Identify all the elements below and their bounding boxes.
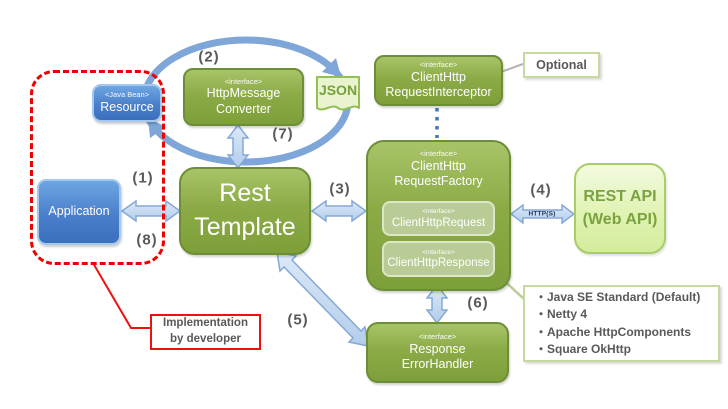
error-handler-node: <interface> Response ErrorHandler — [366, 322, 509, 383]
cycle-arrowhead-to-resource — [148, 118, 166, 138]
step-8-label: (8) — [136, 231, 158, 249]
application-node: Application — [37, 179, 121, 245]
client-http-response-node: <interface> ClientHttpResponse — [382, 241, 495, 277]
client-http-request-node: <interface> ClientHttpRequest — [382, 201, 495, 236]
impl-item-netty: ・Netty 4 — [535, 307, 588, 322]
client-http-request-stereotype: <interface> — [422, 208, 455, 216]
impl-dev-line2: by developer — [170, 333, 241, 345]
step-7-label: (7) — [272, 125, 294, 143]
step-1-label: (1) — [132, 169, 154, 187]
interceptor-label-line2: RequestInterceptor — [385, 85, 492, 100]
resource-stereotype: <Java Bean> — [104, 90, 150, 100]
impl-item-apache: ・Apache HttpComponents — [535, 324, 692, 339]
error-handler-line2: ErrorHandler — [401, 357, 474, 372]
resource-label: Resource — [100, 100, 154, 115]
arrow-resttemplate-factory — [310, 199, 368, 223]
http-message-converter-node: <interface> HttpMessage Converter — [183, 68, 304, 126]
rest-template-line1: Rest — [219, 179, 271, 208]
interceptor-label-line1: ClientHttp — [411, 69, 466, 84]
client-http-response-stereotype: <interface> — [422, 248, 455, 256]
step-4-label: (4) — [530, 181, 552, 199]
request-interceptor-node: <interface> ClientHttp RequestIntercepto… — [374, 55, 503, 106]
rest-template-node: Rest Template — [179, 167, 311, 255]
converter-label-line1: HttpMessage — [206, 86, 281, 101]
cycle-arrowhead-to-json — [322, 58, 341, 77]
client-http-response-label: ClientHttpResponse — [387, 257, 490, 270]
factory-stereotype: <interface> — [419, 149, 458, 158]
developer-leader-line — [92, 262, 150, 329]
http-protocol-label: HTTP(S) — [528, 210, 556, 218]
error-handler-line1: Response — [409, 341, 466, 356]
interceptor-stereotype: <interface> — [419, 60, 458, 69]
resource-node: <Java Bean> Resource — [92, 84, 162, 122]
factory-label-line2: RequestFactory — [394, 174, 483, 189]
json-label: JSON — [318, 82, 358, 98]
converter-label-line2: Converter — [216, 101, 271, 116]
step-2-label: (2) — [198, 48, 220, 66]
rest-api-node: REST API (Web API) — [574, 163, 666, 254]
json-document-shape — [316, 76, 360, 111]
rest-api-line1: REST API — [583, 188, 657, 206]
developer-scope-outline — [30, 70, 165, 265]
client-http-request-label: ClientHttpRequest — [391, 216, 486, 229]
step-3-label: (3) — [329, 180, 351, 198]
impl-dev-line1: Implementation — [163, 317, 248, 330]
rest-template-line2: Template — [194, 213, 296, 241]
rest-api-line2: (Web API) — [582, 210, 658, 228]
impl-item-okhttp: ・Square OkHttp — [535, 341, 632, 356]
factory-label-line1: ClientHttp — [411, 158, 466, 173]
optional-callout: Optional — [523, 52, 600, 78]
impl-item-java-se: ・Java SE Standard (Default) — [535, 289, 701, 304]
step-5-label: (5) — [287, 311, 309, 329]
error-handler-stereotype: <interface> — [418, 332, 457, 341]
optional-label: Optional — [536, 58, 587, 72]
application-label: Application — [48, 204, 110, 219]
implementation-by-developer-callout: Implementation by developer — [150, 314, 261, 350]
http-client-impl-list: ・Java SE Standard (Default) ・Netty 4 ・Ap… — [523, 285, 720, 362]
arrow-resttemplate-errorhandler — [276, 251, 369, 347]
step-6-label: (6) — [467, 294, 489, 312]
converter-stereotype: <interface> — [224, 76, 263, 86]
